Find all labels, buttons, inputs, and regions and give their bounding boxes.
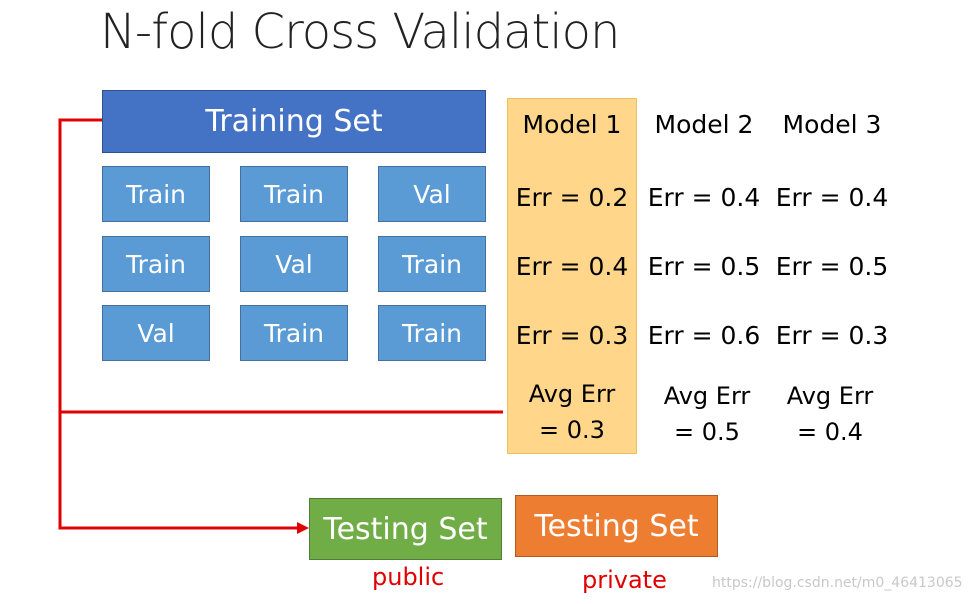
- model-error: Err = 0.4: [515, 252, 629, 281]
- testing-set-public-box: Testing Set: [309, 498, 502, 560]
- fold-cell: Train: [378, 305, 486, 361]
- model-avg-error-value: = 0.3: [539, 416, 605, 444]
- model-avg-error-value: = 0.5: [674, 418, 740, 446]
- fold-cell: Val: [102, 305, 210, 361]
- model-error: Err = 0.2: [515, 183, 629, 212]
- model-error: Err = 0.4: [775, 183, 889, 212]
- model-header: Model 2: [654, 110, 754, 139]
- model-error: Err = 0.3: [775, 321, 889, 350]
- model-error: Err = 0.6: [647, 321, 761, 350]
- model-header: Model 3: [782, 110, 882, 139]
- model-error: Err = 0.3: [515, 321, 629, 350]
- model-avg-error-label: Avg Err: [786, 382, 874, 410]
- model-error: Err = 0.4: [647, 183, 761, 212]
- training-set-box: Training Set: [102, 90, 486, 153]
- model-avg-error-label: Avg Err: [528, 380, 616, 408]
- model-avg-error-value: = 0.4: [797, 418, 863, 446]
- fold-cell: Val: [378, 166, 486, 222]
- page-title: N-fold Cross Validation: [100, 4, 620, 60]
- testing-set-private-label: private: [582, 566, 667, 594]
- model-error: Err = 0.5: [775, 252, 889, 281]
- arrow-head: [297, 522, 309, 534]
- model-error: Err = 0.5: [647, 252, 761, 281]
- fold-cell: Train: [378, 236, 486, 292]
- selected-model-highlight: [507, 98, 637, 454]
- fold-cell: Val: [240, 236, 348, 292]
- watermark: https://blog.csdn.net/m0_46413065: [712, 575, 963, 591]
- model-avg-error-label: Avg Err: [663, 382, 751, 410]
- model-header: Model 1: [522, 110, 622, 139]
- fold-cell: Train: [240, 166, 348, 222]
- fold-cell: Train: [102, 236, 210, 292]
- fold-cell: Train: [102, 166, 210, 222]
- testing-set-private-box: Testing Set: [515, 495, 718, 557]
- arrow-line-training: [58, 118, 300, 530]
- fold-cell: Train: [240, 305, 348, 361]
- testing-set-public-label: public: [372, 563, 445, 591]
